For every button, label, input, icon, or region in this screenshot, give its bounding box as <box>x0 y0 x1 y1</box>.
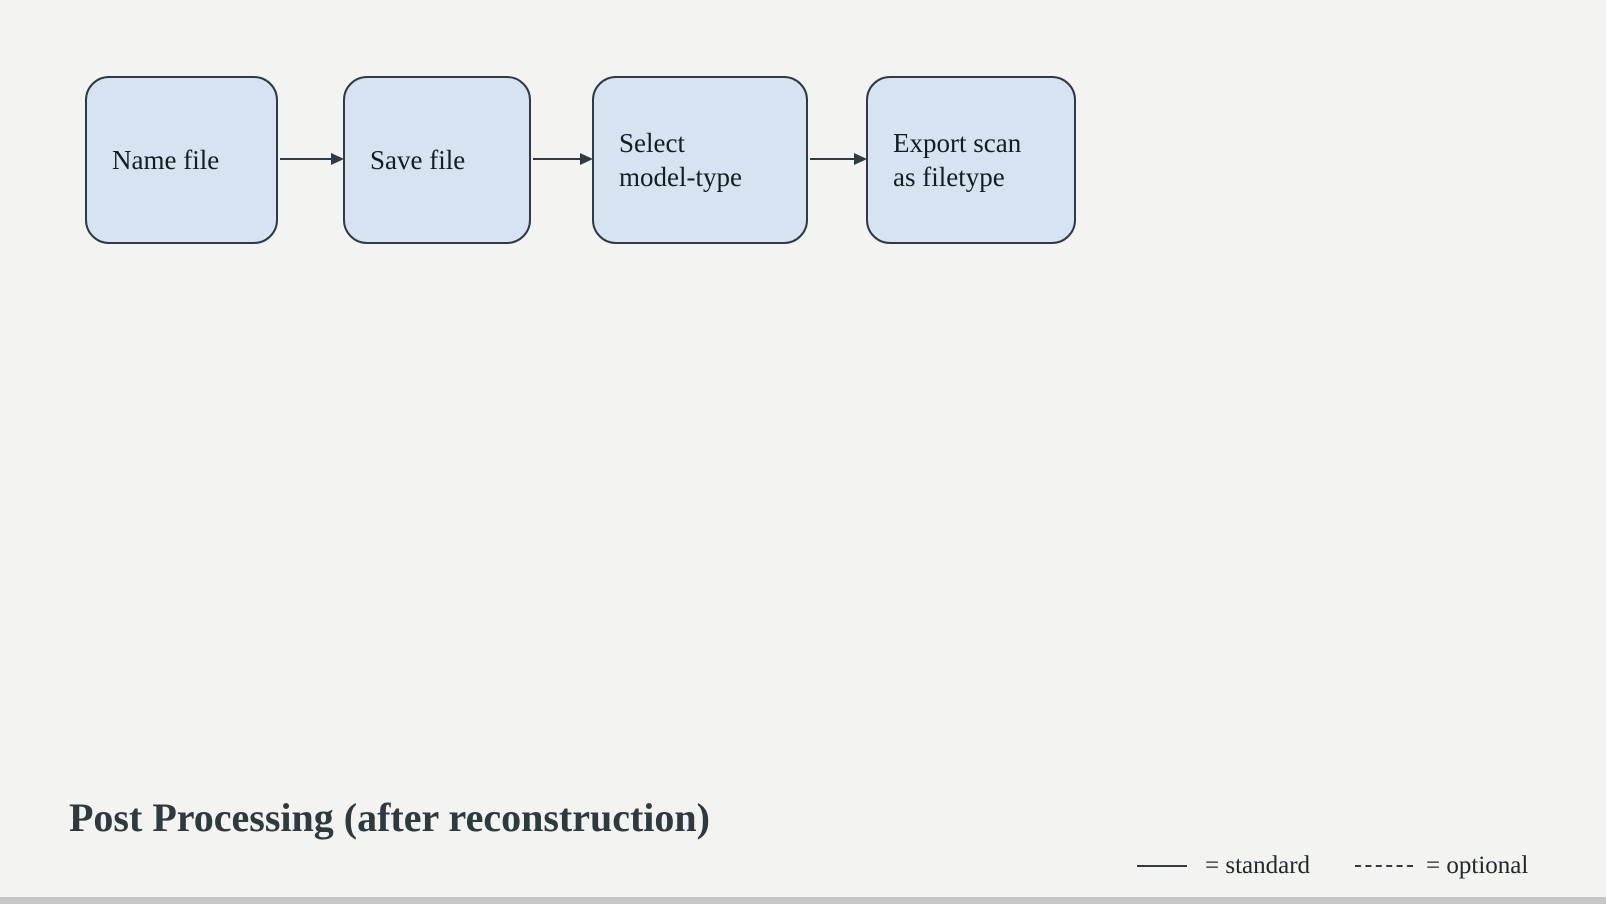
dashed-line-icon <box>1355 865 1414 867</box>
legend-standard-label: = standard <box>1205 852 1311 879</box>
connector-name-file-to-save-file <box>280 153 344 165</box>
arrowhead-icon <box>854 153 867 165</box>
connector-select-model-type-to-export-scan <box>810 153 867 165</box>
solid-line-icon <box>1137 865 1187 867</box>
arrowhead-icon <box>580 153 593 165</box>
legend-optional-label: = optional <box>1426 852 1529 879</box>
connector-save-file-to-select-model-type <box>533 153 593 165</box>
horizontal-scrollbar[interactable] <box>0 897 1606 904</box>
page-title: Post Processing (after reconstruction) <box>69 795 710 840</box>
arrowhead-icon <box>331 153 344 165</box>
node-select-model-type[interactable]: Select model-type <box>592 76 808 244</box>
node-name-file[interactable]: Name file <box>85 76 278 244</box>
legend: = standard = optional <box>1137 850 1528 882</box>
node-save-file[interactable]: Save file <box>343 76 531 244</box>
node-export-scan-as-filetype[interactable]: Export scan as filetype <box>866 76 1076 244</box>
